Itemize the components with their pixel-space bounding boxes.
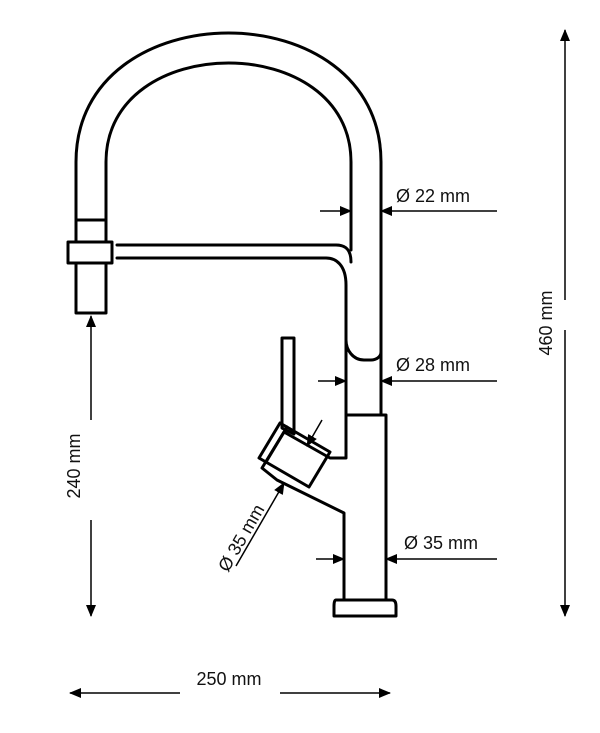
- label-total-height: 460 mm: [536, 290, 556, 355]
- dimension-lines: [69, 29, 570, 698]
- support-bar: [115, 243, 353, 264]
- spout-neck: [115, 256, 383, 362]
- handle-cap-line: [264, 425, 289, 464]
- base-plate: [332, 598, 398, 618]
- spray-head-ring: [74, 218, 108, 244]
- main-body: [260, 413, 388, 602]
- label-body-upper-diameter: Ø 28 mm: [396, 355, 470, 375]
- faucet-outline: [66, 31, 398, 618]
- gooseneck-outer: [74, 31, 383, 354]
- gooseneck-inner: [104, 61, 353, 252]
- label-handle-diameter: Ø 35 mm: [214, 501, 268, 575]
- handle-cap: [257, 421, 332, 489]
- spray-head-nozzle: [74, 261, 108, 315]
- label-base-diameter: Ø 35 mm: [404, 533, 478, 553]
- label-reach-width: 250 mm: [196, 669, 261, 689]
- handle-lever: [280, 336, 296, 436]
- label-outlet-height: 240 mm: [64, 433, 84, 498]
- label-spout-pipe-diameter: Ø 22 mm: [396, 186, 470, 206]
- spray-head-collar: [66, 240, 114, 265]
